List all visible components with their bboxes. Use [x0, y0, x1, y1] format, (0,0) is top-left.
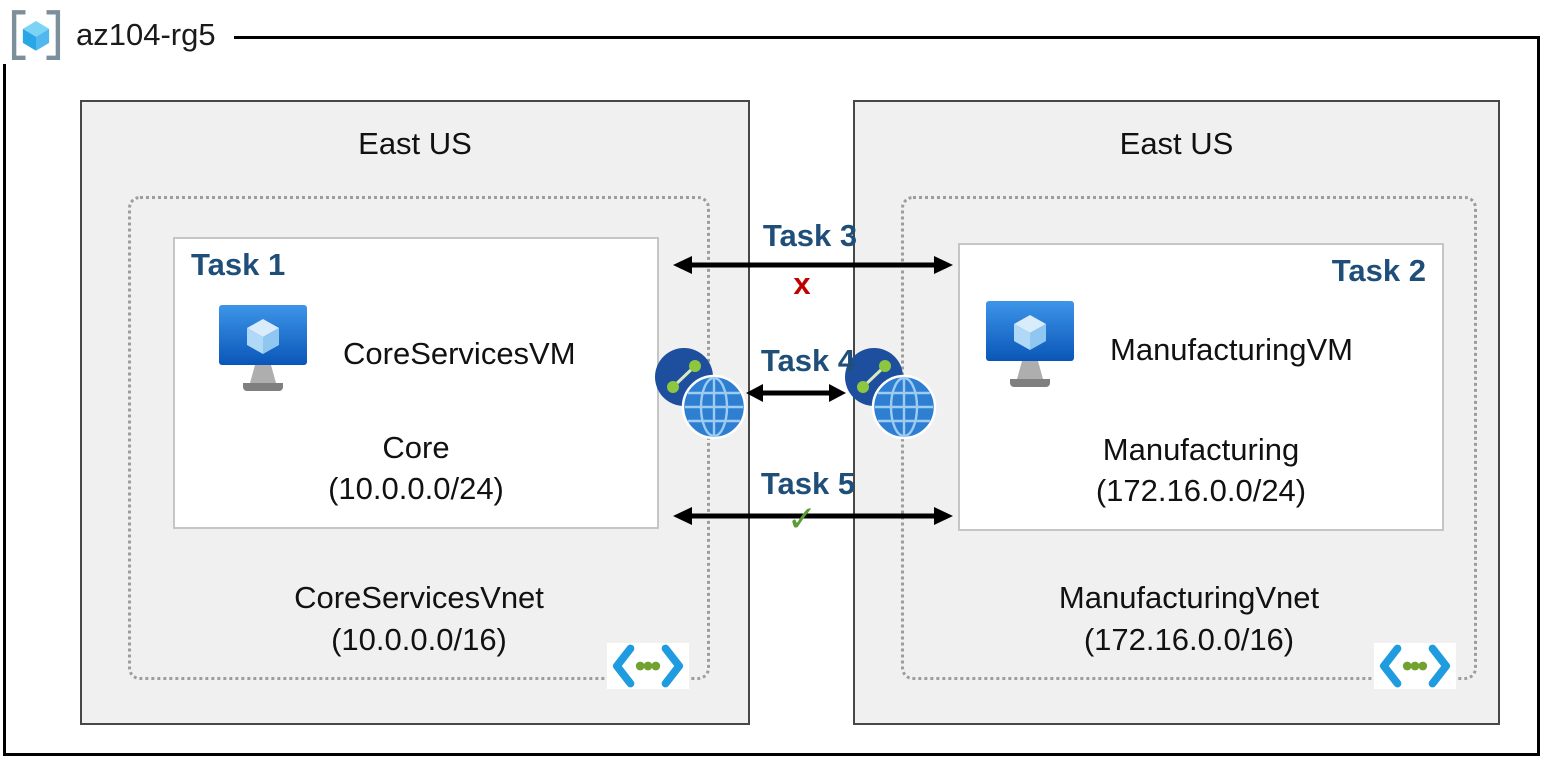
resource-group-name: az104-rg5 [76, 17, 216, 52]
task4-arrow [745, 380, 847, 406]
subnet-left-name: Core [382, 430, 450, 465]
task4-label: Task 4 [760, 343, 856, 378]
task5-success-mark: ✓ [786, 498, 818, 539]
subnet-right-caption: Manufacturing (172.16.0.0/24) [960, 429, 1442, 511]
task1-label: Task 1 [191, 247, 286, 282]
resource-group-boundary [3, 36, 1540, 756]
vnet-left-boundary: Task 1 [128, 196, 710, 689]
vm-name-right: ManufacturingVM [1110, 332, 1353, 367]
resource-group-icon [11, 10, 61, 60]
subnet-left-caption: Core (10.0.0.0/24) [175, 427, 657, 509]
subnet-left-box: Task 1 [173, 237, 659, 529]
resource-group-label: az104-rg5 [0, 6, 234, 64]
task3-arrow [672, 252, 954, 278]
virtual-machine-icon [219, 305, 307, 391]
network-peering-icon [844, 346, 938, 440]
region-left: East US Task 1 [80, 100, 750, 725]
region-left-title: East US [358, 126, 472, 161]
vnet-right-name: ManufacturingVnet [1058, 580, 1320, 615]
subnet-right-box: Task 2 [958, 243, 1444, 531]
vnet-right-cidr: (172.16.0.0/16) [1083, 622, 1295, 657]
vnet-left-caption: CoreServicesVnet (10.0.0.0/16) [131, 577, 707, 661]
virtual-machine-icon [986, 301, 1074, 387]
vm-right-row: ManufacturingVM [986, 301, 1353, 399]
task5-arrow [672, 503, 954, 529]
subnet-right-cidr: (172.16.0.0/24) [1095, 473, 1307, 508]
virtual-network-icon [1374, 643, 1456, 689]
region-right-title: East US [1119, 126, 1234, 161]
vm-left-row: CoreServicesVM [219, 305, 576, 403]
task5-label: Task 5 [760, 466, 856, 501]
vnet-left-cidr: (10.0.0.0/16) [331, 622, 507, 657]
task3-fail-mark: x [793, 266, 811, 301]
subnet-right-name: Manufacturing [1102, 432, 1300, 467]
subnet-left-cidr: (10.0.0.0/24) [328, 471, 504, 506]
vnet-left-name: CoreServicesVnet [294, 580, 544, 615]
vnet-right-caption: ManufacturingVnet (172.16.0.0/16) [904, 577, 1474, 661]
task2-label: Task 2 [1331, 253, 1426, 288]
region-right: East US Task 2 [853, 100, 1500, 725]
vm-name-left: CoreServicesVM [343, 336, 576, 371]
task3-label: Task 3 [762, 218, 858, 253]
vnet-right-boundary: Task 2 [901, 196, 1477, 689]
network-peering-icon [654, 346, 748, 440]
virtual-network-icon [607, 643, 689, 689]
